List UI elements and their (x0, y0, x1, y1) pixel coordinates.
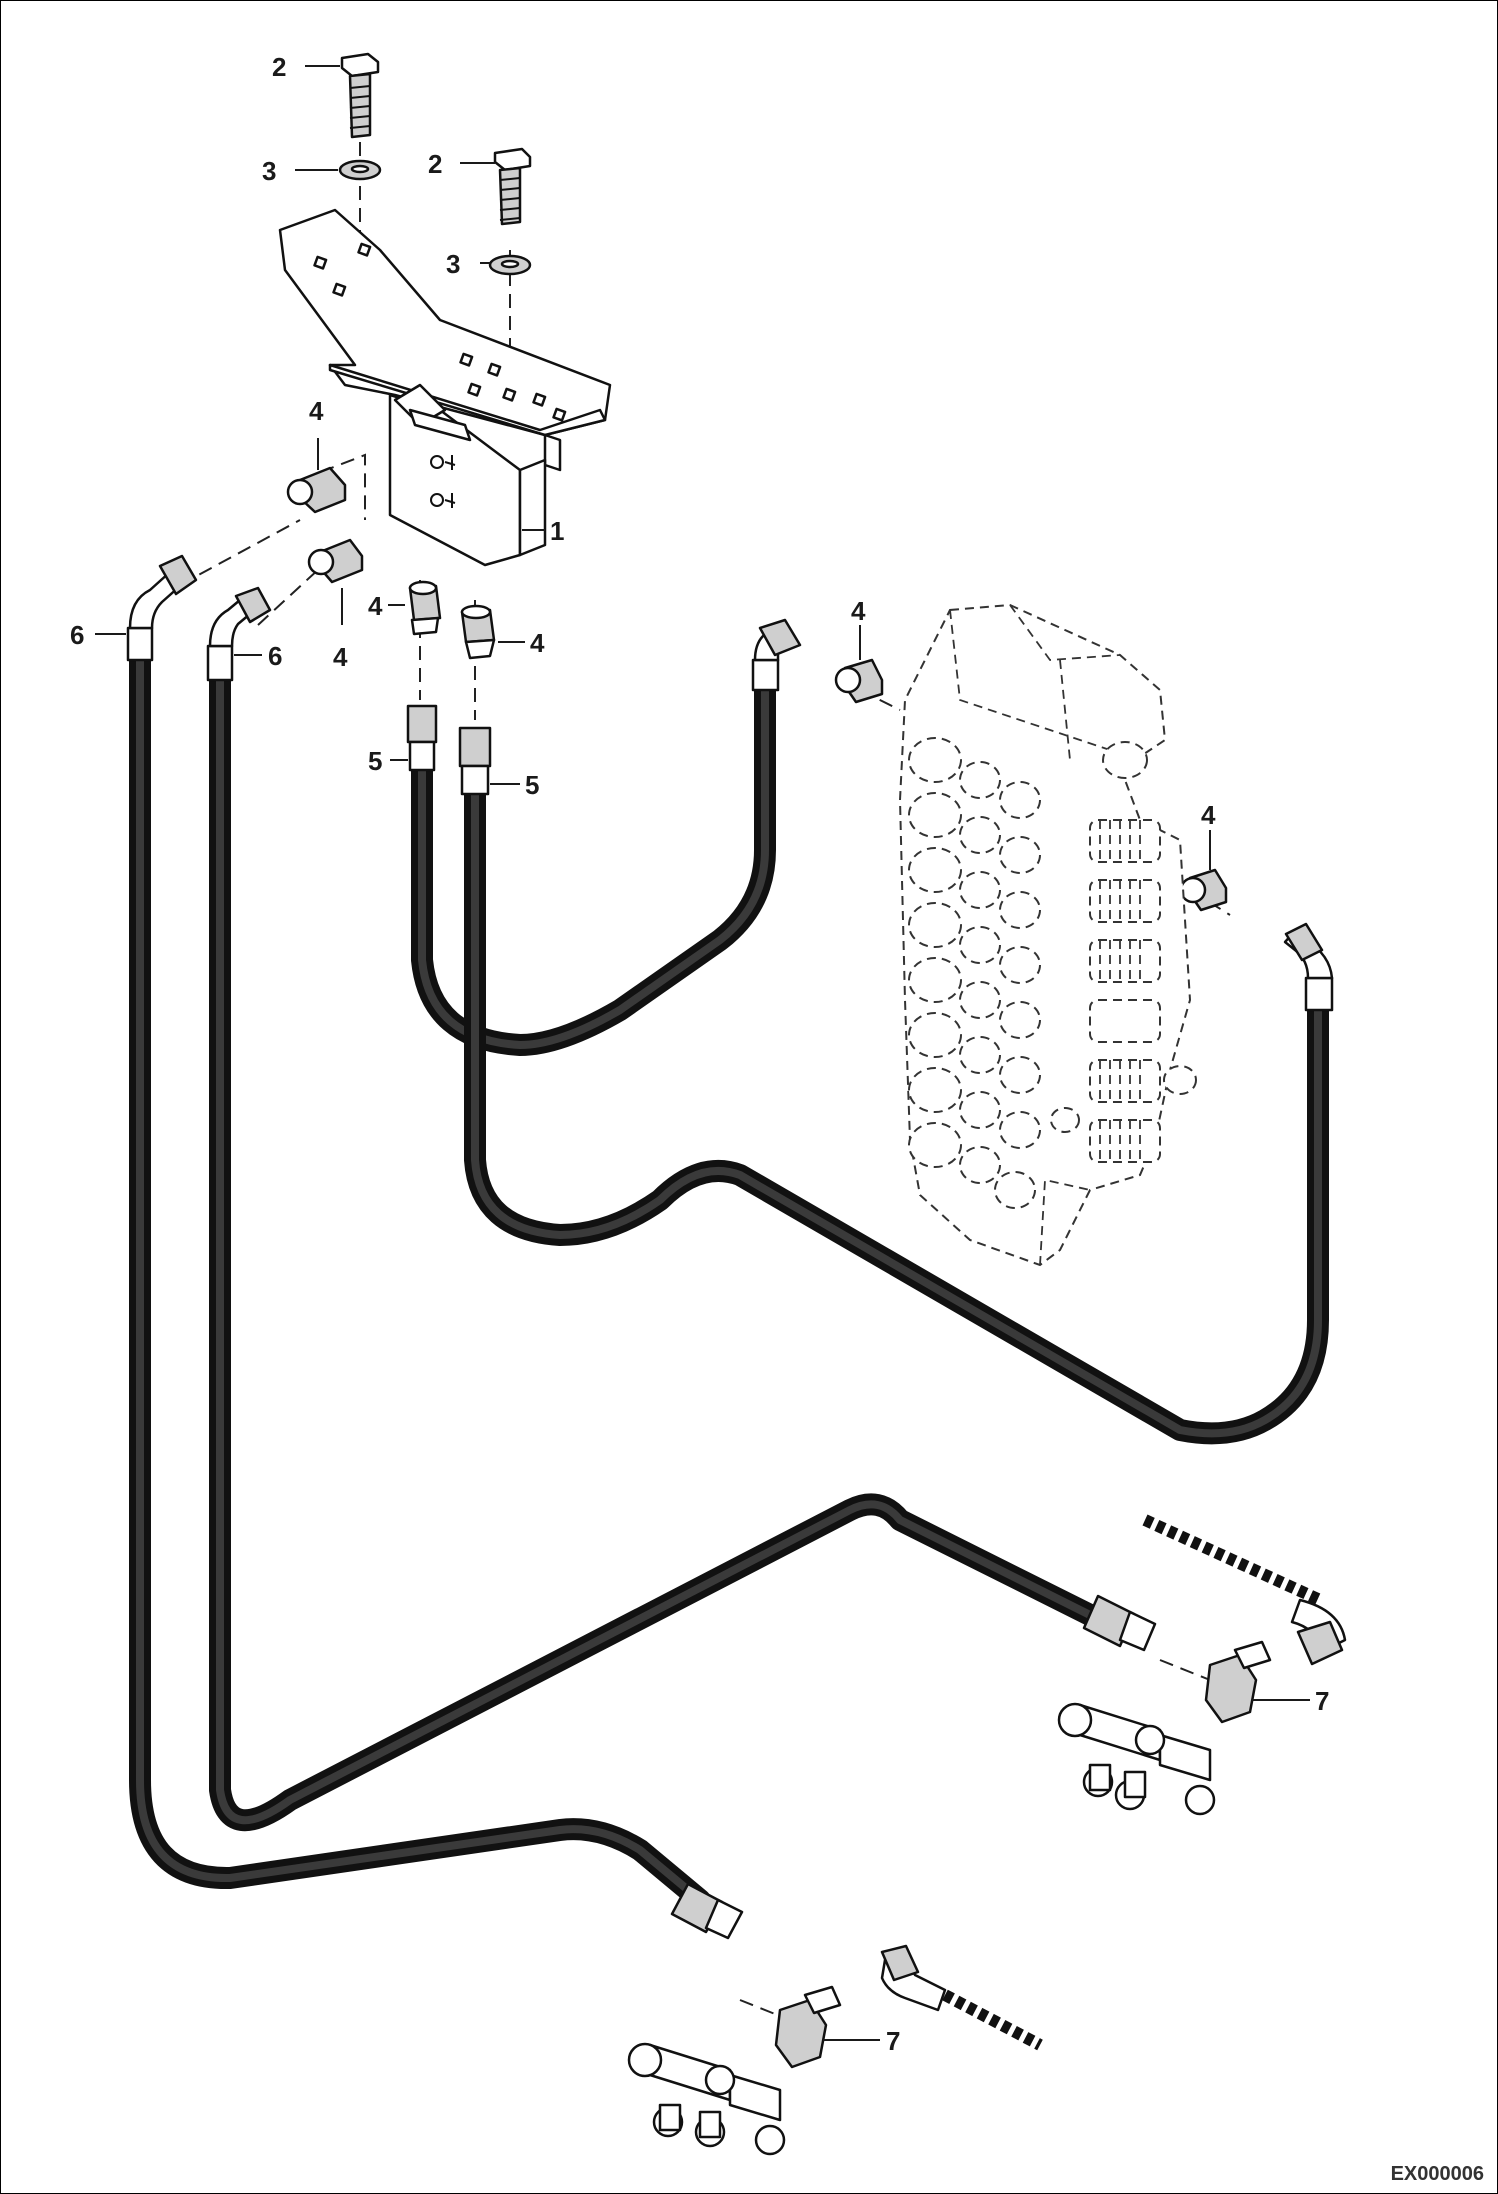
adapter-4e (834, 658, 884, 704)
callout-1: 1 (550, 516, 564, 546)
pilot-caps (1050, 741, 1197, 1163)
callout-5a: 5 (368, 746, 382, 776)
callout-3b: 3 (446, 249, 460, 279)
callout-5b: 5 (525, 770, 539, 800)
callout-2a: 2 (272, 52, 286, 82)
adapter-4c (408, 580, 442, 636)
callout-4c: 4 (368, 591, 383, 621)
pilot-valve-bracket (278, 208, 612, 567)
callout-6a: 6 (70, 620, 84, 650)
control-valve-block (898, 603, 1197, 1267)
drawing-code: EX000006 (1390, 2163, 1484, 2185)
tee-fittings-lower (627, 1944, 1043, 2156)
callout-4a: 4 (309, 396, 324, 426)
adapter-4f (1179, 868, 1228, 912)
callout-7a: 7 (1315, 1686, 1329, 1716)
adapter-4d (460, 604, 496, 660)
adapter-4b (307, 538, 364, 584)
callout-2b: 2 (428, 149, 442, 179)
callout-3a: 3 (262, 156, 276, 186)
callout-4f: 4 (1201, 800, 1216, 830)
callout-6b: 6 (268, 641, 282, 671)
callout-4d: 4 (530, 628, 545, 658)
hoses (129, 639, 1329, 1911)
adapter-4a (286, 466, 347, 514)
callout-4b: 4 (333, 642, 348, 672)
tee-fittings-upper (1057, 1514, 1347, 1816)
spool-rows (908, 737, 1041, 1209)
callouts: 1 2 2 3 3 4 4 4 4 4 4 5 5 (70, 52, 1329, 2056)
callout-4e: 4 (851, 596, 866, 626)
hose-fittings (126, 554, 1334, 1940)
bolts-and-washers (338, 52, 532, 276)
adapters (286, 466, 1228, 912)
callout-7b: 7 (886, 2026, 900, 2056)
